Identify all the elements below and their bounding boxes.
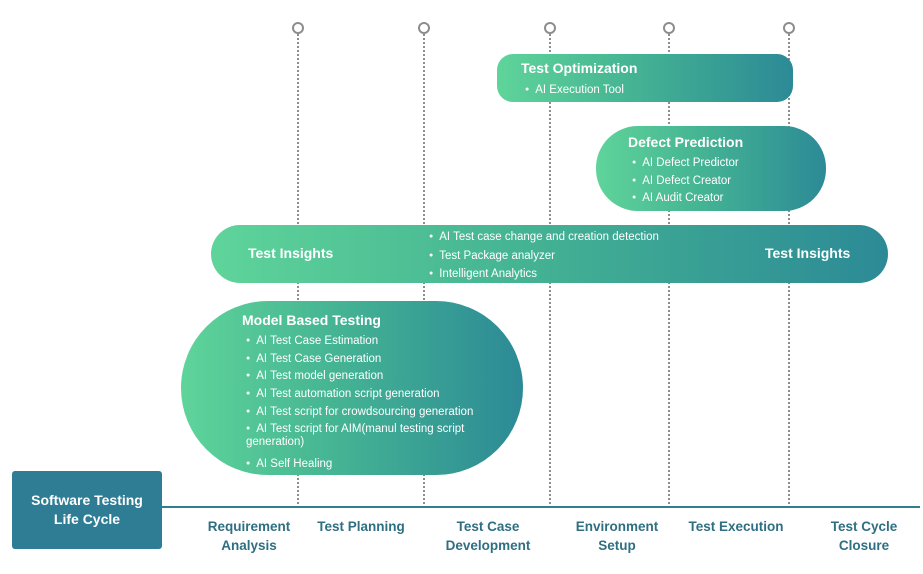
model-based-testing-title: Model Based Testing — [242, 312, 381, 328]
phase-label-test-execution: Test Execution — [688, 519, 784, 534]
test-insights-item: Intelligent Analytics — [429, 267, 537, 281]
test-insights-left-title: Test Insights — [248, 245, 334, 261]
test-insights-item: Test Package analyzer — [429, 249, 555, 263]
test-insights-item: AI Test case change and creation detecti… — [429, 230, 659, 244]
defect-prediction-pill: Defect Prediction AI Defect Predictor AI… — [596, 126, 826, 211]
test-insights-pill: Test Insights AI Test case change and cr… — [211, 225, 888, 283]
model-based-testing-item: AI Test script for AIM(manul testing scr… — [246, 422, 496, 449]
pin-marker-4 — [663, 22, 675, 34]
stlc-label: Software Testing Life Cycle — [31, 492, 143, 527]
pin-marker-2 — [418, 22, 430, 34]
stlc-box: Software Testing Life Cycle — [12, 471, 162, 549]
model-based-testing-item: AI Test automation script generation — [246, 387, 439, 401]
defect-prediction-item: AI Defect Creator — [632, 174, 731, 188]
test-optimization-item: AI Execution Tool — [525, 83, 624, 97]
pin-marker-3 — [544, 22, 556, 34]
defect-prediction-item: AI Defect Predictor — [632, 156, 739, 170]
model-based-testing-pill: Model Based Testing AI Test Case Estimat… — [181, 301, 523, 475]
phase-label-requirement-analysis: Requirement Analysis — [207, 519, 291, 553]
pin-marker-5 — [783, 22, 795, 34]
phase-label-test-cycle-closure: Test Cycle Closure — [830, 519, 898, 553]
test-optimization-title: Test Optimization — [521, 60, 638, 76]
phase-label-test-case-development: Test Case Development — [445, 519, 531, 553]
defect-prediction-title: Defect Prediction — [628, 134, 744, 150]
model-based-testing-item: AI Test script for crowdsourcing generat… — [246, 405, 473, 419]
model-based-testing-item: AI Test Case Generation — [246, 352, 381, 366]
phase-label-environment-setup: Environment Setup — [575, 519, 659, 553]
phase-label-test-planning: Test Planning — [317, 519, 405, 534]
pin-marker-1 — [292, 22, 304, 34]
test-optimization-pill: Test Optimization AI Execution Tool — [497, 54, 793, 102]
lifecycle-axis — [160, 506, 920, 508]
test-insights-right-title: Test Insights — [765, 245, 851, 261]
model-based-testing-item: AI Self Healing — [246, 457, 332, 471]
model-based-testing-item: AI Test Case Estimation — [246, 334, 378, 348]
defect-prediction-item: AI Audit Creator — [632, 191, 723, 205]
model-based-testing-item: AI Test model generation — [246, 369, 383, 383]
